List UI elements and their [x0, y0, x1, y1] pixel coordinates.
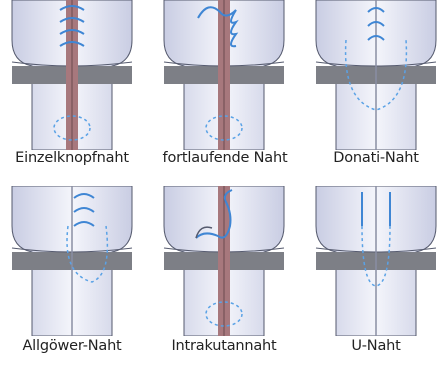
label-allgoewer-naht: Allgöwer-Naht: [2, 338, 142, 354]
diagram-u-naht: [312, 186, 440, 336]
diagram-intrakutannaht: [160, 186, 288, 336]
donati-naht-illustration: [312, 0, 440, 150]
diagram-einzelknopfnaht: [8, 0, 136, 150]
diagram-allgoewer-naht: [8, 186, 136, 336]
einzelknopfnaht-illustration: [8, 0, 136, 150]
label-einzelknopfnaht: Einzelknopfnaht: [2, 150, 142, 166]
label-intrakutannaht: Intrakutannaht: [154, 338, 294, 354]
intrakutannaht-illustration: [160, 186, 288, 336]
label-u-naht: U-Naht: [306, 338, 444, 354]
diagram-fortlaufende-naht: [160, 0, 288, 150]
diagram-donati-naht: [312, 0, 440, 150]
fortlaufende-naht-illustration: [160, 0, 288, 150]
u-naht-illustration: [312, 186, 440, 336]
label-fortlaufende-naht: fortlaufende Naht: [150, 150, 300, 166]
allgoewer-naht-illustration: [8, 186, 136, 336]
label-donati-naht: Donati-Naht: [306, 150, 444, 166]
